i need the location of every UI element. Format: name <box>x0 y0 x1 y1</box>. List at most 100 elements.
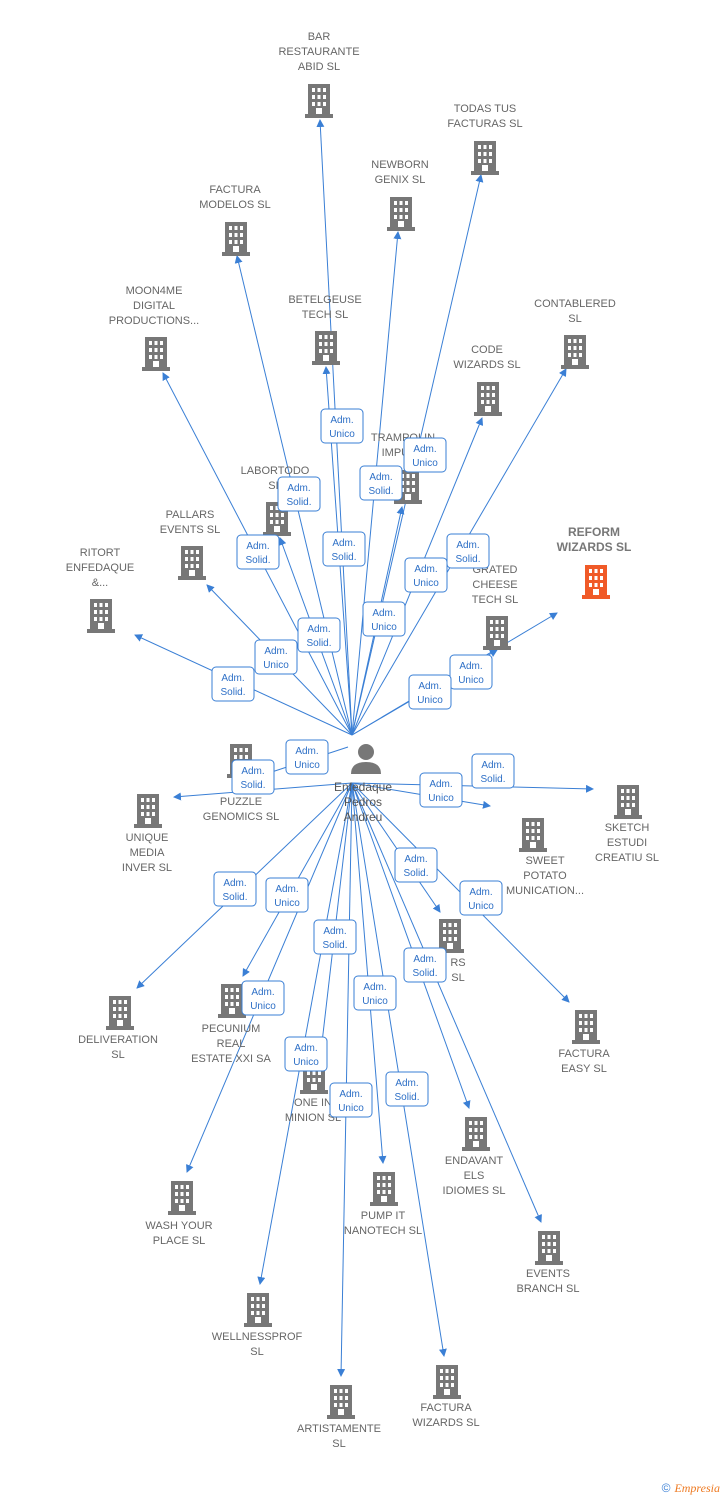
badge-text: Adm. <box>369 472 392 483</box>
badge-box <box>254 639 298 675</box>
role-badge[interactable]: Adm.Unico <box>241 980 285 1016</box>
company-label-line: WELLNESSPROF <box>212 1331 303 1343</box>
role-badge[interactable]: Adm.Solid. <box>385 1071 429 1107</box>
company-label-line: TECH SL <box>472 594 518 606</box>
company-node-moon4me[interactable]: MOON4MEDIGITALPRODUCTIONS... <box>109 285 199 371</box>
role-badge[interactable]: Adm.Solid. <box>231 759 275 795</box>
company-label-line: CONTABLERED <box>534 298 616 310</box>
company-node-wellnessprof[interactable]: WELLNESSPROF SL <box>212 1293 303 1358</box>
company-node-sweet-potato[interactable]: SWEETPOTATOMUNICATION... <box>506 818 584 897</box>
role-badge[interactable]: Adm.Unico <box>449 654 493 690</box>
badge-text: Adm. <box>372 608 395 619</box>
company-label-line: GENOMICS SL <box>203 811 279 823</box>
company-label-line: REAL <box>217 1038 246 1050</box>
company-label-line: IDIOMES SL <box>443 1185 506 1197</box>
role-badge[interactable]: Adm.Unico <box>353 975 397 1011</box>
company-label-line: MUNICATION... <box>506 885 584 897</box>
badge-text: Adm. <box>429 779 452 790</box>
role-badge[interactable]: Adm.Unico <box>254 639 298 675</box>
edge-events-branch <box>351 782 542 1223</box>
badge-box <box>385 1071 429 1107</box>
edge-rs-sl <box>351 782 441 913</box>
role-badge[interactable]: Adm.Unico <box>419 772 463 808</box>
badge-text: Adm. <box>223 878 246 889</box>
role-badge[interactable]: Adm.Unico <box>284 1036 328 1072</box>
role-badge[interactable]: Adm.Solid. <box>213 871 257 907</box>
company-label-line: ARTISTAMENTE <box>297 1423 381 1435</box>
role-badge[interactable]: Adm.Unico <box>404 557 448 593</box>
building-icon <box>519 818 547 852</box>
role-badge[interactable]: Adm.Unico <box>459 880 503 916</box>
building-icon <box>312 331 340 365</box>
badge-box <box>313 919 357 955</box>
role-badge[interactable]: Adm.Solid. <box>211 666 255 702</box>
company-label-line: FACTURA <box>209 184 261 196</box>
role-badge[interactable]: Adm.Unico <box>403 437 447 473</box>
building-icon <box>582 565 610 599</box>
badge-text: Unico <box>274 898 300 909</box>
badge-text: Adm. <box>241 766 264 777</box>
badge-box <box>236 534 280 570</box>
badge-box <box>471 753 515 789</box>
role-badge[interactable]: Adm.Solid. <box>471 753 515 789</box>
badge-box <box>353 975 397 1011</box>
role-badge[interactable]: Adm.Unico <box>265 877 309 913</box>
role-badge[interactable]: Adm.Solid. <box>403 947 447 983</box>
company-label-line: EVENTS <box>526 1268 570 1280</box>
company-label-line: SL <box>250 1346 263 1358</box>
badge-text: Unico <box>263 660 289 671</box>
company-node-ritort[interactable]: RITORTENFEDAQUE&... <box>66 547 134 633</box>
role-badge[interactable]: Adm.Solid. <box>297 617 341 653</box>
badge-text: Adm. <box>332 538 355 549</box>
role-badge[interactable]: Adm.Unico <box>329 1082 373 1118</box>
role-badge[interactable]: Adm.Solid. <box>313 919 357 955</box>
role-badge[interactable]: Adm.Solid. <box>394 847 438 883</box>
badge-text: Adm. <box>413 444 436 455</box>
building-icon <box>474 382 502 416</box>
role-badge[interactable]: Adm.Solid. <box>236 534 280 570</box>
badge-box <box>404 557 448 593</box>
role-badge[interactable]: Adm.Solid. <box>359 465 403 501</box>
role-badge[interactable]: Adm.Solid. <box>277 476 321 512</box>
company-label-line: ENDAVANT <box>445 1155 504 1167</box>
role-badge[interactable]: Adm.Unico <box>285 739 329 775</box>
role-badge[interactable]: Adm.Unico <box>362 601 406 637</box>
badge-text: Unico <box>329 429 355 440</box>
company-label-line: ESTUDI <box>607 837 647 849</box>
role-badge[interactable]: Adm.Solid. <box>322 531 366 567</box>
role-badge[interactable]: Adm.Unico <box>408 674 452 710</box>
company-label-line: DELIVERATION <box>78 1034 158 1046</box>
company-label-line: NANOTECH SL <box>344 1225 422 1237</box>
role-badge[interactable]: Adm.Unico <box>320 408 364 444</box>
role-badge[interactable]: Adm.Solid. <box>446 533 490 569</box>
footer-brand[interactable]: ©Empresia <box>662 1481 720 1496</box>
person-name-line: Pedros <box>344 795 382 809</box>
badge-text: Adm. <box>459 661 482 672</box>
building-icon <box>433 1365 461 1399</box>
